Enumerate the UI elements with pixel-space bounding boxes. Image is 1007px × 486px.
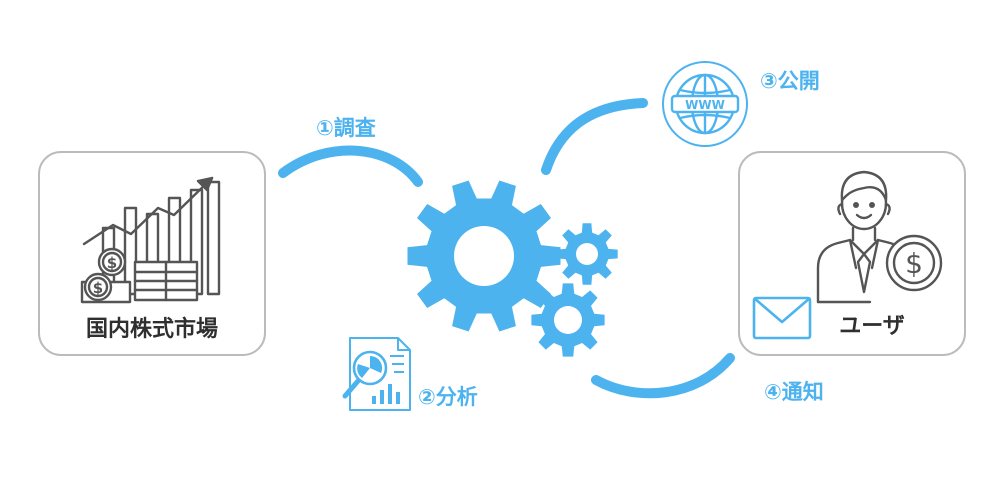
user-box: $ ユーザ [738,151,966,356]
large-gear-hole [454,226,514,286]
step-analyze-label: ②分析 [418,385,478,409]
small-gear-bottom [531,283,605,357]
user-box-label: ユーザ [839,314,905,339]
small-gear-top [556,223,618,285]
www-globe-icon: WWW [662,61,748,147]
market-box-label: 国内株式市場 [86,316,218,342]
svg-text:WWW: WWW [685,98,725,112]
magnifier-report-icon [342,337,411,411]
svg-text:$: $ [107,254,117,272]
businessman-icon [816,170,907,304]
market-box: $ $ 国内株式市場 [38,151,266,356]
svg-text:$: $ [905,247,923,280]
dollar-coin-icon: $ [885,234,943,292]
envelope-icon [752,296,812,340]
svg-text:$: $ [93,279,103,297]
arrow-publish [541,98,648,175]
gears-icon [407,180,618,357]
arrow-notify [591,353,735,399]
arrow-research [278,145,423,187]
stock-chart-coins-icon: $ $ [80,176,221,304]
small-gear-top-hole [576,243,598,265]
large-gear [407,180,561,332]
step-publish-label: ③公開 [760,69,820,93]
small-gear-bottom-hole [554,306,582,334]
step-notify-label: ④通知 [764,380,824,404]
step-research-label: ①調査 [316,116,376,140]
